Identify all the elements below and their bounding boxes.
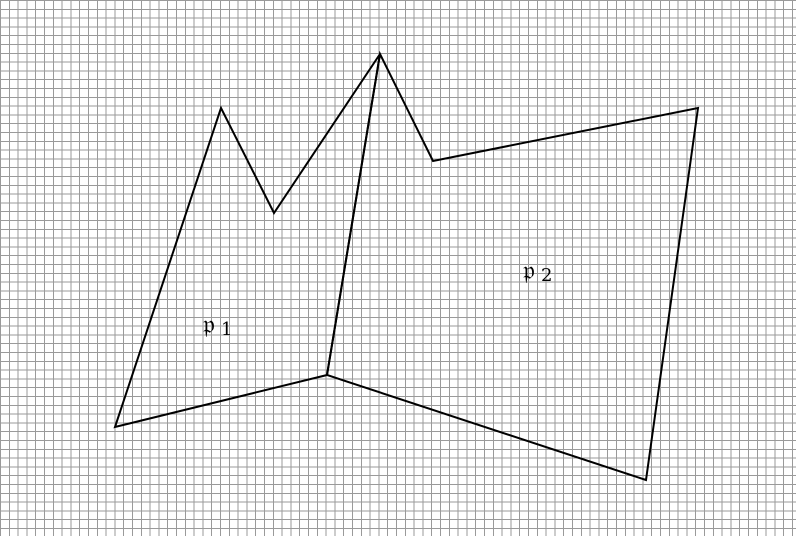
region-label-p2-subscript: 2 xyxy=(541,265,552,286)
region-label-p1-letter: 𝔭 xyxy=(203,310,215,340)
region-label-p2: 𝔭 2 xyxy=(523,256,552,286)
region-label-p1: 𝔭 1 xyxy=(203,310,232,340)
region-label-p1-subscript: 1 xyxy=(221,319,232,340)
polygon-p2-boundary xyxy=(325,50,700,482)
polygon-p1-boundary xyxy=(113,53,381,429)
polygon-group xyxy=(113,50,700,482)
region-label-p2-letter: 𝔭 xyxy=(523,256,535,286)
